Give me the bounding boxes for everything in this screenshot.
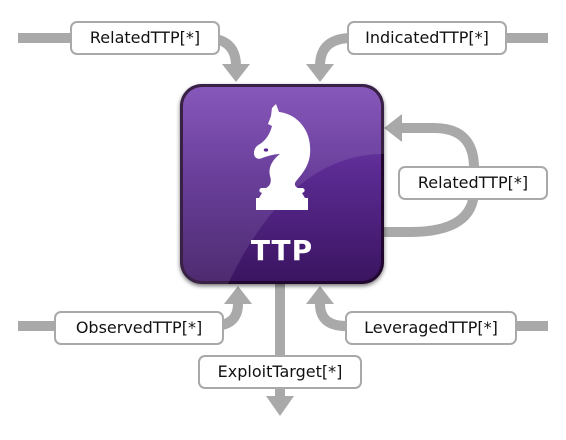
arrowhead-exploit-target — [266, 396, 294, 416]
arrowhead-related-top — [222, 64, 250, 82]
label-related-ttp-self: RelatedTTP[*] — [398, 166, 548, 200]
ttp-node: TTP — [180, 84, 384, 284]
arrowhead-indicated — [306, 64, 334, 82]
label-related-ttp-top: RelatedTTP[*] — [70, 21, 220, 55]
label-exploit-target: ExploitTarget[*] — [198, 355, 362, 389]
arrowhead-leveraged — [306, 286, 334, 304]
label-indicated-ttp: IndicatedTTP[*] — [347, 21, 507, 55]
label-leveraged-ttp: LeveragedTTP[*] — [345, 311, 517, 345]
arrowhead-related-self — [384, 114, 402, 142]
node-title: TTP — [250, 234, 314, 267]
chess-knight-icon — [254, 104, 311, 210]
arrowhead-observed — [224, 286, 252, 304]
label-observed-ttp: ObservedTTP[*] — [54, 311, 224, 345]
